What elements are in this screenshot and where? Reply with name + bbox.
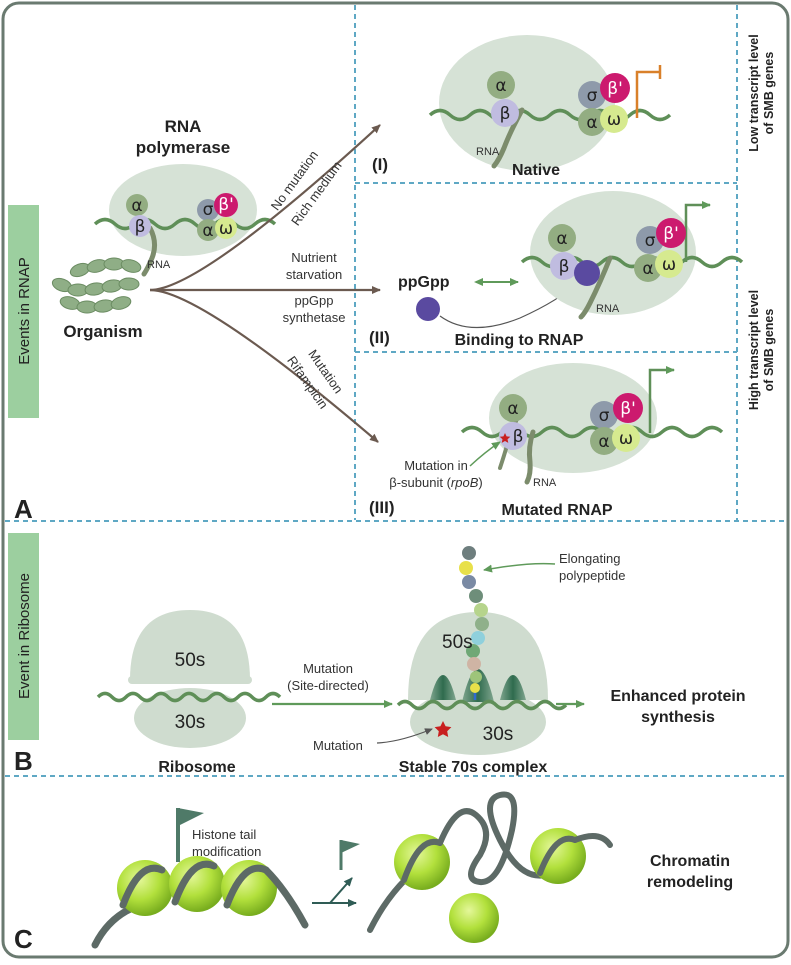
organism-cells-icon bbox=[51, 257, 142, 314]
svg-text:β': β' bbox=[663, 224, 679, 244]
high-level-line1: High transcript level bbox=[747, 290, 761, 410]
chromatin-line2: remodeling bbox=[647, 874, 733, 891]
event-ribosome-tab bbox=[8, 533, 39, 740]
svg-text:ω: ω bbox=[219, 219, 233, 239]
svg-text:ω: ω bbox=[619, 429, 633, 449]
elongating-arrow bbox=[483, 562, 556, 573]
low-level-line2: of SMB genes bbox=[762, 52, 776, 135]
ribosome-arrow-line2: (Site-directed) bbox=[287, 678, 369, 693]
mutation-line2: β-subunit (rpoB) bbox=[389, 475, 482, 490]
rnap-ppgpp-bound: α β σ β' α ω RNA bbox=[520, 191, 744, 320]
chromatin-line1: Chromatin bbox=[650, 853, 730, 870]
svg-text:β: β bbox=[559, 257, 570, 277]
panel-letter-b: B bbox=[14, 746, 33, 776]
panel-dividers bbox=[5, 5, 786, 777]
open-chromatin-icon bbox=[367, 791, 613, 943]
mutation-pointer-arrow bbox=[469, 441, 501, 467]
high-level-line2: of SMB genes bbox=[762, 309, 776, 392]
complex-label: Stable 70s complex bbox=[399, 759, 548, 776]
panel-letter-c: C bbox=[14, 924, 33, 954]
svg-text:α: α bbox=[556, 229, 567, 249]
svg-text:α: α bbox=[202, 221, 213, 241]
case3-roman: (III) bbox=[369, 498, 395, 517]
histone-line1: Histone tail bbox=[192, 827, 256, 842]
omega-subunit-icon bbox=[215, 217, 237, 239]
branch2-label-line1: Nutrient bbox=[291, 250, 337, 265]
svg-text:σ: σ bbox=[599, 406, 610, 426]
complex-mutation-label: Mutation bbox=[313, 738, 363, 753]
events-rnap-tab bbox=[8, 205, 39, 418]
rnap-title-line2: polymerase bbox=[136, 138, 231, 157]
mutation-star-icon bbox=[434, 721, 452, 737]
alpha-subunit-icon bbox=[126, 194, 148, 216]
svg-text:α: α bbox=[586, 113, 597, 133]
svg-text:β': β' bbox=[620, 399, 636, 419]
ppgpp-molecule-icon bbox=[416, 297, 440, 321]
svg-text:β: β bbox=[500, 104, 511, 124]
svg-text:α: α bbox=[598, 432, 609, 452]
svg-text:σ: σ bbox=[645, 231, 656, 251]
events-rnap-label: Events in RNAP bbox=[16, 257, 33, 365]
case2-roman: (II) bbox=[369, 328, 390, 347]
complex-30s: 30s bbox=[483, 724, 514, 745]
mutation-line1: Mutation in bbox=[404, 458, 468, 473]
ribosome-label: Ribosome bbox=[158, 759, 235, 776]
ppgpp-label: ppGpp bbox=[398, 274, 450, 291]
svg-text:α: α bbox=[131, 196, 142, 216]
svg-text:RNA: RNA bbox=[596, 303, 620, 315]
histone-line2: modification bbox=[192, 844, 261, 859]
ribosome-50s: 50s bbox=[175, 650, 206, 671]
panel-letter-a: A bbox=[14, 494, 33, 524]
polypeptide-chain bbox=[459, 546, 489, 693]
svg-text:α: α bbox=[642, 259, 653, 279]
branch-arrows bbox=[149, 124, 381, 443]
branch2-label-line4: synthetase bbox=[283, 310, 346, 325]
svg-text:RNA: RNA bbox=[533, 477, 557, 489]
case2-title: Binding to RNAP bbox=[455, 332, 584, 349]
branch2-label-line3: ppGpp bbox=[294, 293, 333, 308]
mutation-star-icon bbox=[499, 433, 511, 443]
svg-text:β: β bbox=[513, 427, 524, 447]
sigma-subunit-icon bbox=[197, 199, 219, 221]
enhanced-line1: Enhanced protein bbox=[610, 688, 745, 705]
svg-text:β': β' bbox=[218, 195, 234, 215]
ribosome-30s: 30s bbox=[175, 712, 206, 733]
low-level-line1: Low transcript level bbox=[747, 34, 761, 151]
condensed-chromatin-icon bbox=[91, 808, 309, 949]
rnap-mutated: α β σ β' α ω RNA bbox=[460, 363, 724, 489]
alpha-subunit-icon bbox=[197, 219, 219, 241]
ribosome-icon bbox=[96, 610, 282, 748]
svg-text:σ: σ bbox=[587, 86, 598, 106]
branch2-label-line2: starvation bbox=[286, 267, 342, 282]
beta-prime-subunit-icon bbox=[214, 193, 238, 217]
svg-text:σ: σ bbox=[203, 200, 214, 220]
elongating-line1: Elongating bbox=[559, 551, 620, 566]
svg-text:α: α bbox=[495, 76, 506, 96]
rnap-title-line1: RNA bbox=[165, 117, 202, 136]
elongating-line2: polypeptide bbox=[559, 568, 626, 583]
organism-label: Organism bbox=[63, 322, 142, 341]
enhanced-line2: synthesis bbox=[641, 709, 715, 726]
rna-label: RNA bbox=[147, 259, 171, 271]
event-ribosome-label: Event in Ribosome bbox=[16, 573, 33, 699]
ribosome-arrow-line1: Mutation bbox=[303, 661, 353, 676]
svg-text:β': β' bbox=[607, 79, 623, 99]
svg-text:ω: ω bbox=[607, 110, 621, 130]
svg-text:ω: ω bbox=[662, 255, 676, 275]
rnap-left: α β σ β' α ω RNA bbox=[93, 164, 277, 277]
stable-70s-complex-icon bbox=[396, 612, 568, 755]
beta-subunit-icon bbox=[129, 215, 151, 237]
svg-text:β: β bbox=[135, 217, 146, 237]
case3-title: Mutated RNAP bbox=[501, 502, 612, 519]
case1-title: Native bbox=[512, 162, 560, 179]
rnap-native: α β σ β' α ω RNA bbox=[428, 35, 672, 171]
mutation-pointer bbox=[376, 728, 433, 744]
case1-roman: (I) bbox=[372, 155, 388, 174]
transition-arrows bbox=[312, 840, 360, 907]
svg-text:α: α bbox=[507, 399, 518, 419]
complex-50s: 50s bbox=[442, 632, 473, 653]
svg-text:RNA: RNA bbox=[476, 146, 500, 158]
